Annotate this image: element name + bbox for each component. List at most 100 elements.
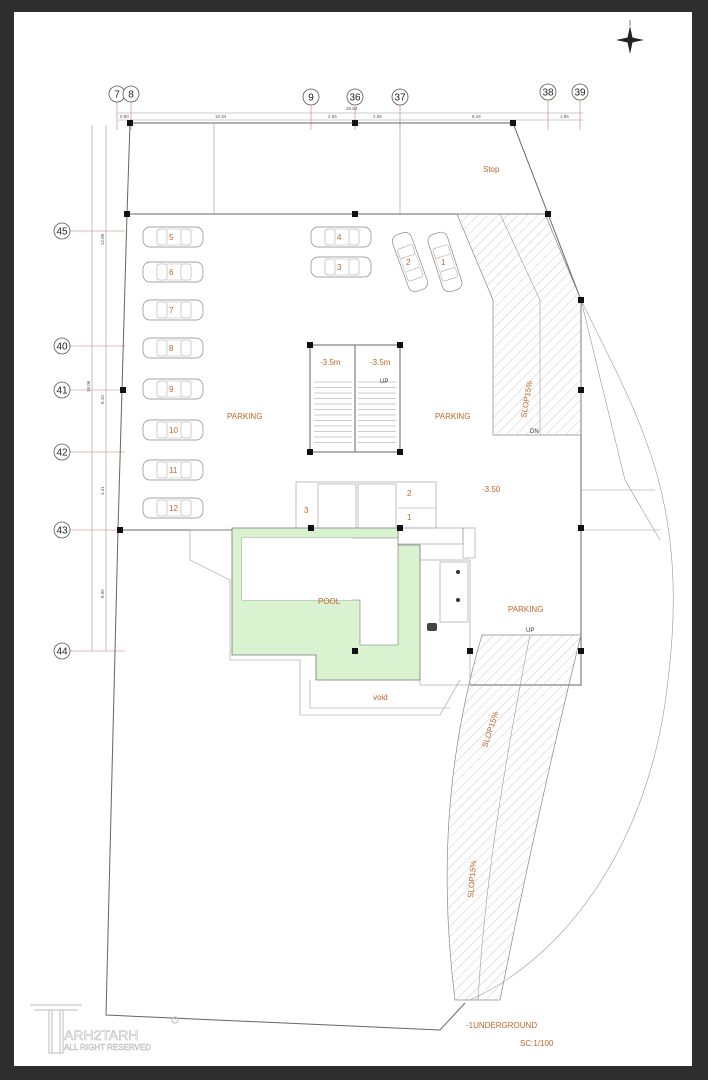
logo-brand: ARH2TARH [64,1027,138,1043]
grid-label: 45 [56,227,68,238]
column [397,449,403,455]
grid-bubble [539,83,557,101]
parking-space: 2 [389,230,431,294]
column [578,648,584,654]
column [307,342,313,348]
parking-number: 12 [169,504,178,513]
column [578,525,584,531]
void-label: void [373,693,388,702]
room-number: 2 [407,489,412,498]
parking-label: PARKING [508,605,543,614]
camera-icon [427,623,437,631]
grid-bubble [302,88,320,106]
dim-total: 36.06 [86,380,91,392]
parking-number: 2 [406,258,411,267]
column [307,449,313,455]
drawing-scale: SC:1/100 [520,1039,554,1048]
grid-bubble [53,381,71,399]
grid-label: 37 [394,93,406,104]
parking-number: 4 [337,233,342,242]
ramp-south [446,634,582,1001]
grid-bubble [53,337,71,355]
dim-seg: 0.80 [120,114,129,119]
dim-seg: 2.55 [328,114,337,119]
parking-space: 11 [142,459,204,481]
parking-space: 6 [142,261,204,283]
logo-tagline: ALL RIGHT RESERVED [64,1043,151,1052]
parking-space: 8 [142,337,204,359]
column [397,342,403,348]
parking-number: 6 [169,268,174,277]
parking-space: 3 [310,256,372,278]
column [352,648,358,654]
stair-up-label: UP [380,379,388,385]
parking-space: 5 [142,226,204,248]
grid-label: 8 [128,90,134,101]
parking-space: 10 [142,419,204,441]
parking-number: 3 [337,263,342,272]
grid-label: 44 [56,647,68,658]
stop-label: Stop [483,165,500,174]
dim-seg: 4.41 [100,486,105,495]
column [124,211,130,217]
parking-number: 10 [169,426,178,435]
grid-bubble [53,642,71,660]
room-number: 1 [407,513,412,522]
horizontal-dimension: 26.53 0.80 10.34 2.55 2.55 8.44 1.85 [118,106,583,121]
stair-level-label: -3.5m [370,358,391,367]
column [127,120,133,126]
stair-core: -3.5m -3.5m UP [309,344,401,453]
grid-bubble [346,88,364,106]
parking-label: PARKING [227,412,262,421]
column [397,525,403,531]
column [117,527,123,533]
pool-label: POOL [318,597,341,606]
parking-number: 1 [441,258,446,267]
parking-label: PARKING [435,412,470,421]
parking-number: 9 [169,385,174,394]
vertical-dimension: 36.06 12.80 8.10 4.41 8.95 [86,125,107,651]
grid-bubble [53,521,71,539]
column [352,211,358,217]
parking-number: 11 [169,466,178,475]
dim-total: 26.53 [346,106,358,111]
drawing-title: -1UNDERGROUND [466,1021,537,1030]
column [578,387,584,393]
column [545,211,551,217]
grid-bubble [53,443,71,461]
grid-bubble [122,85,140,103]
grid-label: 7 [114,90,120,101]
level-label: -3.50 [482,485,501,494]
dim-seg: 8.95 [100,589,105,598]
structural-columns [117,120,584,654]
dim-seg: 12.80 [100,233,105,245]
column [510,120,516,126]
stair-level-label: -3.5m [320,358,341,367]
ramp-up-label: UP [526,628,534,634]
grid-label: 39 [574,88,586,99]
grid-label: 43 [56,526,68,537]
parking-space: 9 [142,378,204,400]
slope-label: SLOP15% [466,860,478,898]
dim-seg: 10.34 [215,114,227,119]
grid-label: 41 [56,386,68,397]
dim-seg: 8.10 [100,395,105,404]
ramp-dn-label: DN [530,429,539,435]
north-arrow-icon [616,20,644,54]
column [352,120,358,126]
grid-label: 36 [349,93,361,104]
grid-bubble [391,88,409,106]
grid-label: 40 [56,342,68,353]
grid-label: 38 [542,88,554,99]
parking-space: 7 [142,299,204,321]
grid-label: 42 [56,448,68,459]
grid-rows: 45 40 41 42 43 44 [53,222,125,660]
grid-bubble [53,222,71,240]
column [308,525,314,531]
dim-seg: 2.55 [373,114,382,119]
parking-number: 7 [169,306,174,315]
dim-seg: 8.44 [472,114,481,119]
